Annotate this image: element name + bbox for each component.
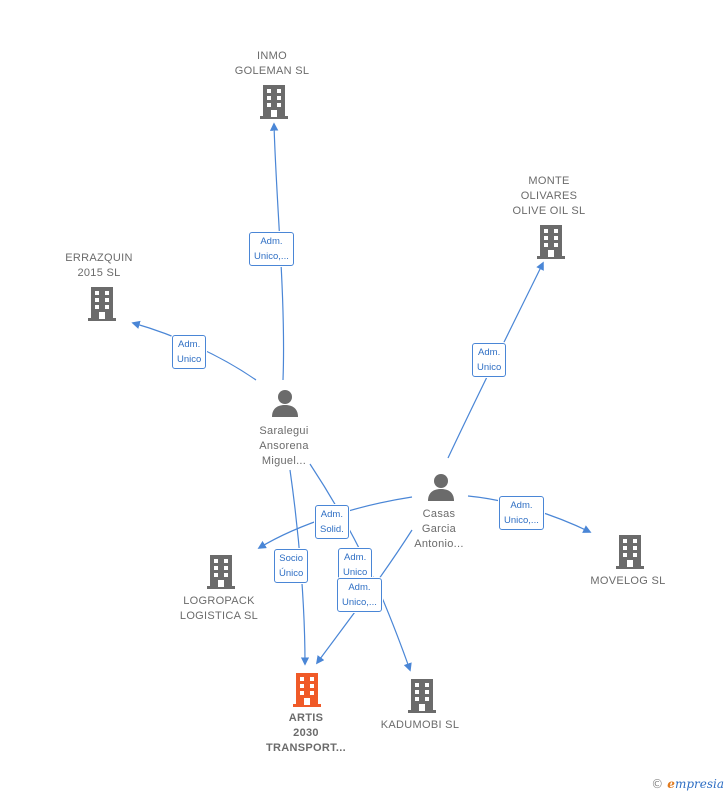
- building-icon[interactable]: [258, 84, 290, 120]
- node-label-kadumobi[interactable]: KADUMOBI SL: [380, 719, 460, 731]
- node-label-artis[interactable]: ARTIS 2030 TRANSPORT...: [266, 712, 346, 754]
- brand-logo-text: mpresia: [674, 777, 724, 791]
- building-icon[interactable]: [614, 534, 646, 570]
- building-icon-focus[interactable]: [291, 672, 323, 708]
- node-label-errazquin[interactable]: ERRAZQUIN 2015 SL: [65, 252, 133, 279]
- node-label-casas[interactable]: Casas Garcia Antonio...: [414, 508, 464, 550]
- relation-label[interactable]: Adm. Unico,...: [337, 578, 382, 612]
- person-icon[interactable]: [270, 388, 300, 418]
- relation-label[interactable]: Adm. Unico: [472, 343, 507, 377]
- node-label-logropack[interactable]: LOGROPACK LOGISTICA SL: [179, 595, 259, 622]
- brand-footer: ©empresia: [651, 777, 724, 791]
- building-icon[interactable]: [535, 224, 567, 260]
- brand-logo-initial: e: [667, 777, 675, 791]
- relation-label[interactable]: Socio Único: [274, 549, 309, 583]
- node-label-inmo[interactable]: INMO GOLEMAN SL: [234, 50, 310, 77]
- relation-label[interactable]: Adm. Unico: [172, 335, 207, 369]
- copyright-icon: ©: [651, 777, 664, 791]
- building-icon[interactable]: [86, 286, 118, 322]
- relation-label[interactable]: Adm. Unico: [338, 548, 373, 582]
- relation-label[interactable]: Adm. Unico,...: [499, 496, 544, 530]
- relation-label[interactable]: Adm. Unico,...: [249, 232, 294, 266]
- building-icon[interactable]: [406, 678, 438, 714]
- person-icon[interactable]: [426, 472, 456, 502]
- relation-label[interactable]: Adm. Solid.: [315, 505, 349, 539]
- node-label-saralegui[interactable]: Saralegui Ansorena Miguel...: [259, 425, 309, 467]
- node-label-movelog[interactable]: MOVELOG SL: [590, 575, 666, 587]
- node-label-monte[interactable]: MONTE OLIVARES OLIVE OIL SL: [512, 175, 586, 217]
- building-icon[interactable]: [205, 554, 237, 590]
